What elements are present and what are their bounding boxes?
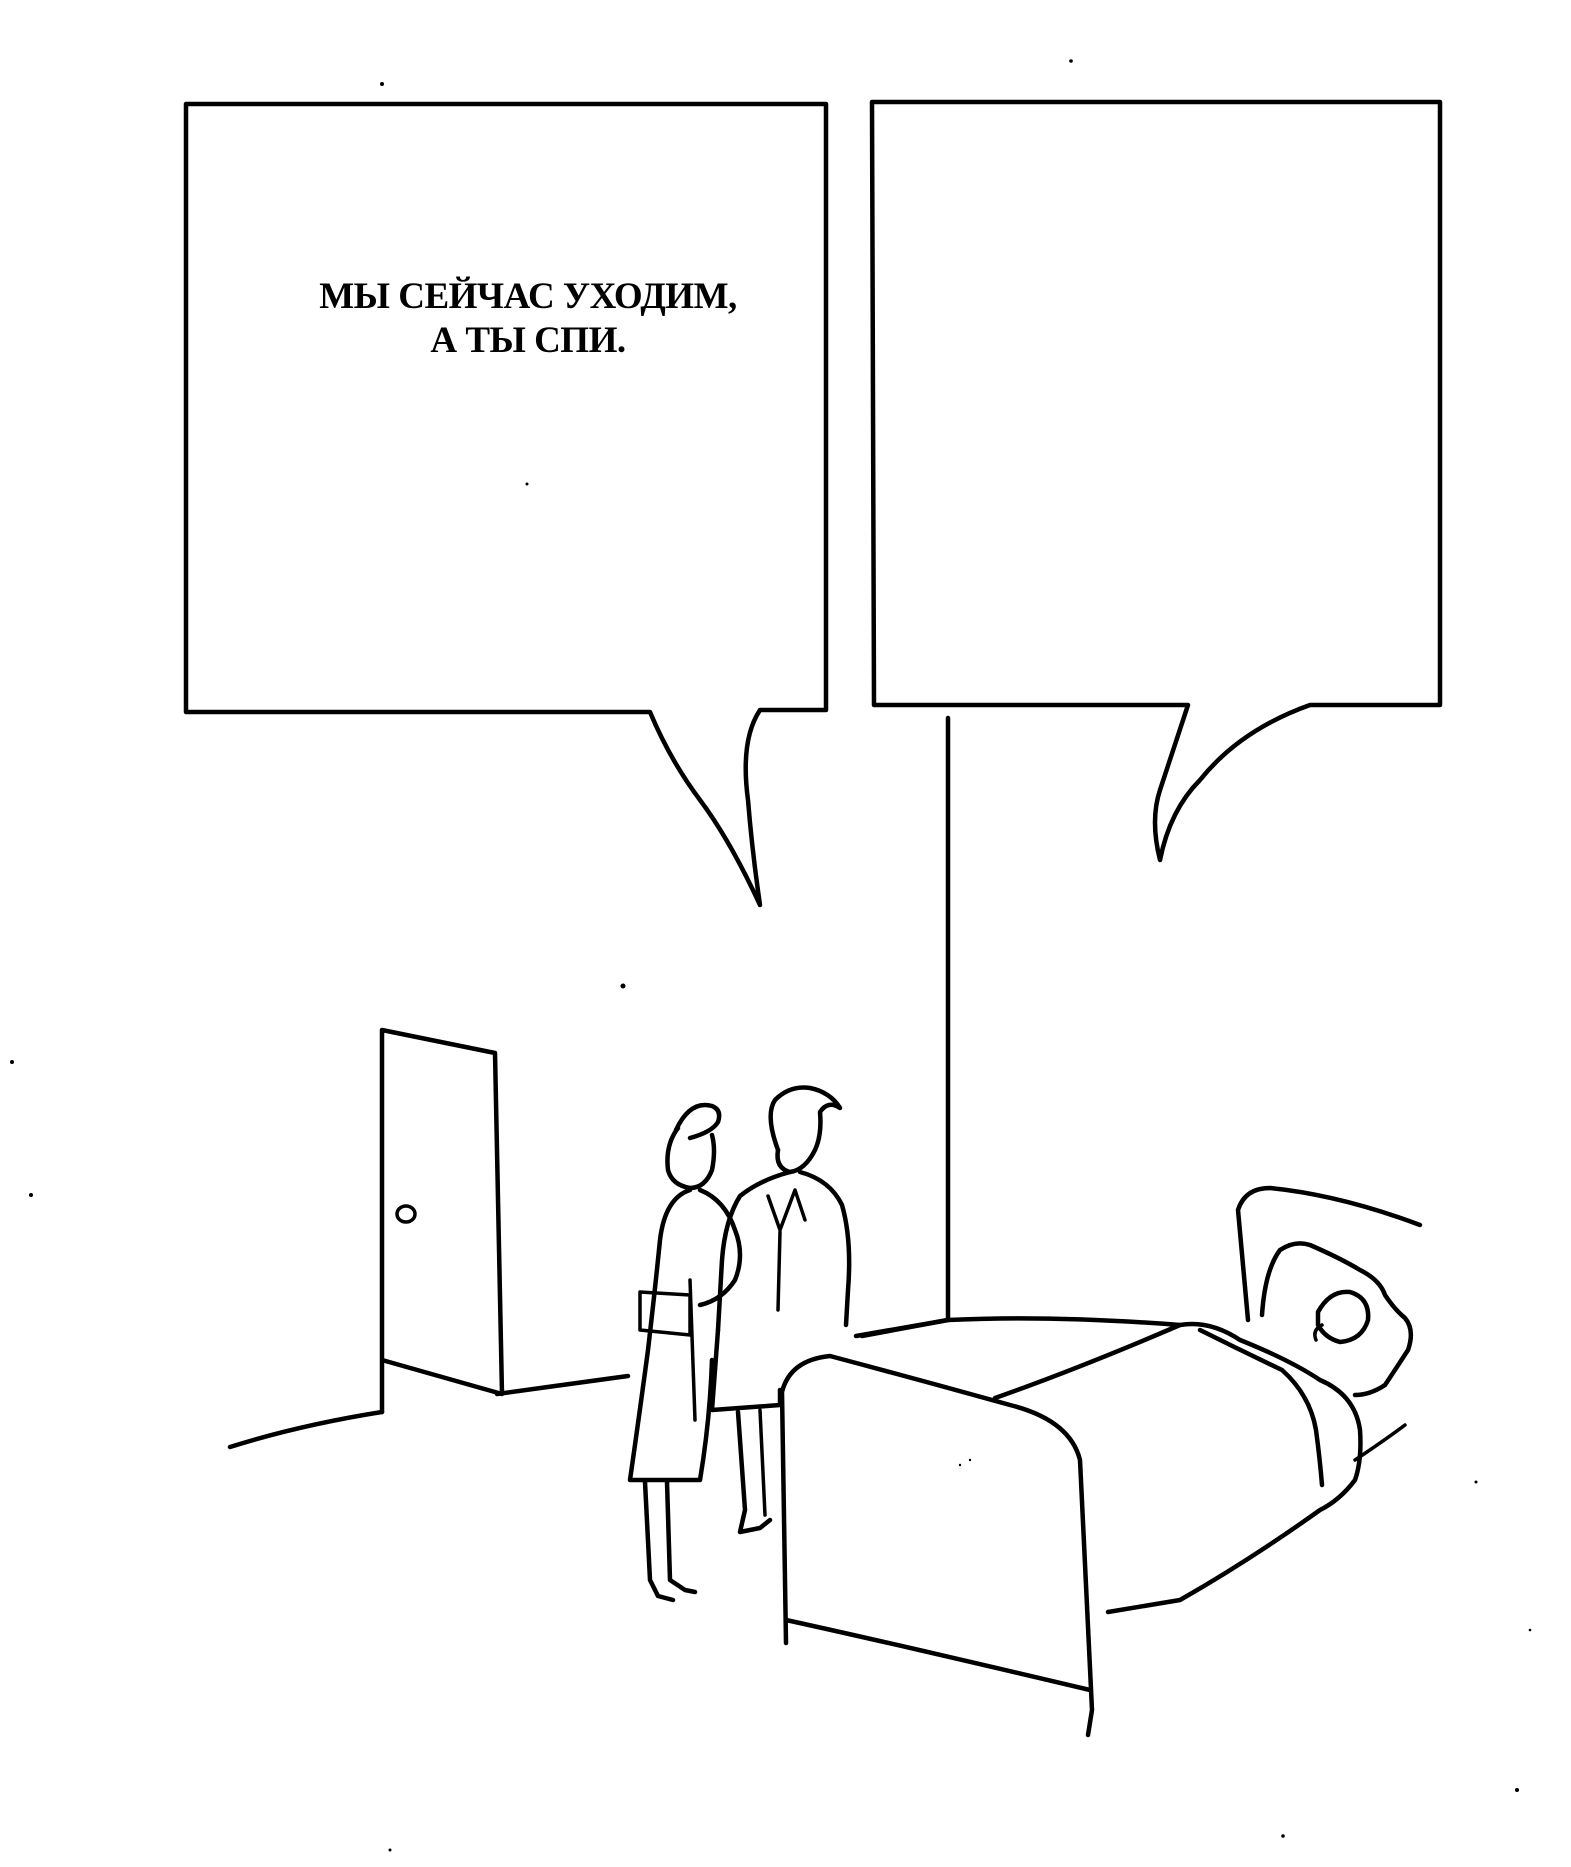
door-knob-icon xyxy=(395,1204,417,1224)
door xyxy=(379,1027,505,1415)
left-bubble-line-2: А ТЫ СПИ. xyxy=(430,320,625,361)
paper-specks xyxy=(10,59,1532,1852)
right-speech-bubble xyxy=(869,99,1443,863)
floor-line-left xyxy=(227,1409,385,1450)
doctor-figure xyxy=(709,1085,852,1535)
left-bubble-line-1: МЫ СЕЙЧАС УХОДИМ, xyxy=(319,275,737,317)
left-speech-bubble: МЫ СЕЙЧАС УХОДИМ, А ТЫ СПИ. xyxy=(183,101,829,908)
nurse-figure xyxy=(627,1102,743,1603)
bed xyxy=(779,1185,1423,1738)
floor-line-door xyxy=(494,1373,631,1397)
